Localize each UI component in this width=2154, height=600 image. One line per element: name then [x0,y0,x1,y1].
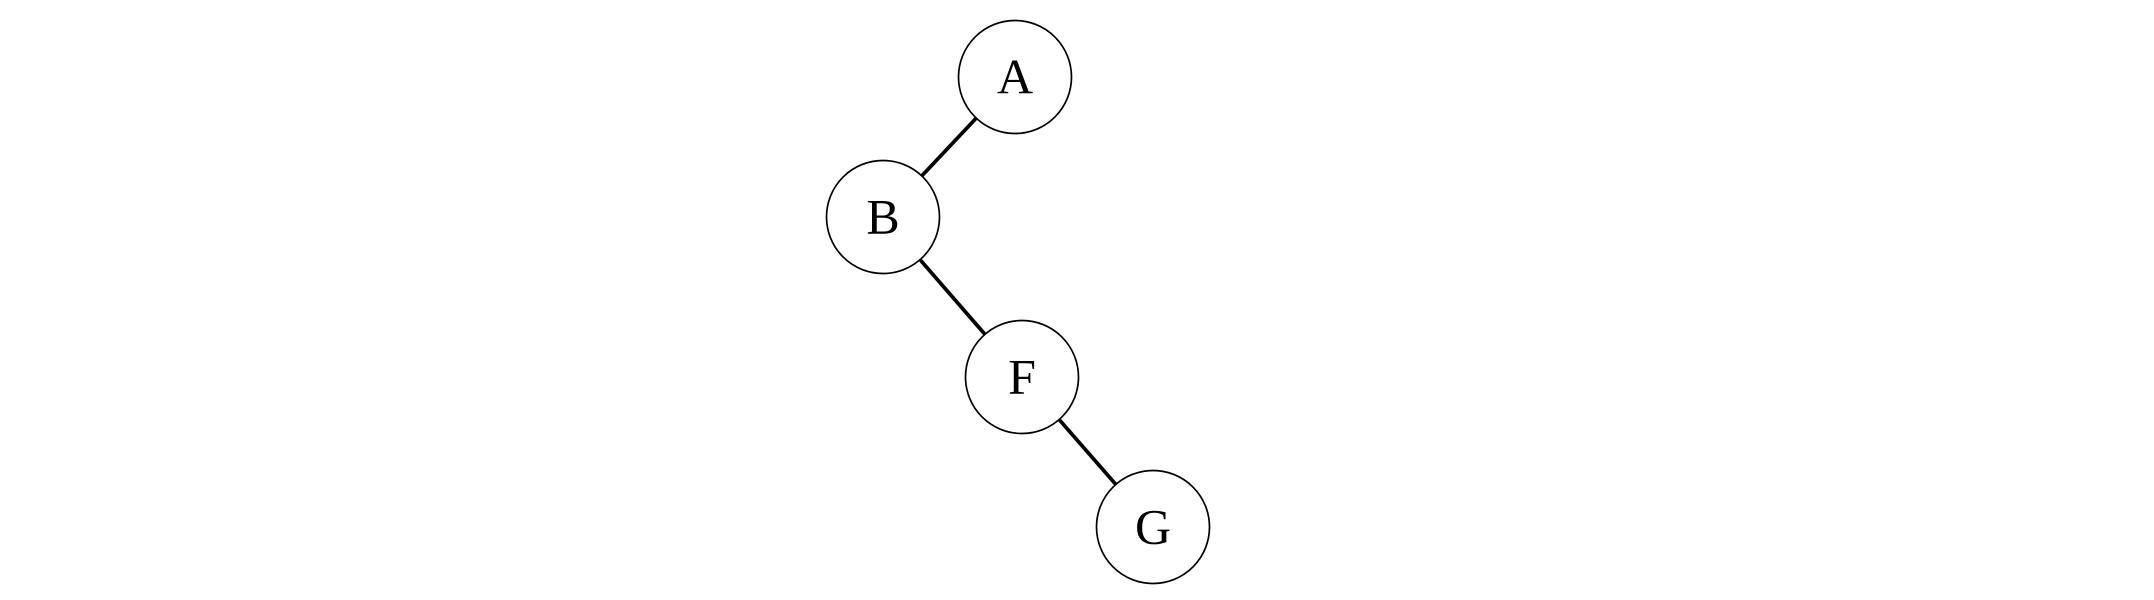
node-F-label: F [1008,349,1036,405]
node-G-circle [1095,469,1211,585]
node-A-label: A [997,49,1033,105]
node-F: F [964,319,1080,435]
node-G: G [1095,469,1211,585]
node-B-circle [825,159,941,275]
node-B-label: B [866,189,899,245]
node-F-circle [964,319,1080,435]
node-G-label: G [1135,499,1171,555]
node-B: B [825,159,941,275]
node-A-circle [957,19,1073,135]
node-A: A [957,19,1073,135]
